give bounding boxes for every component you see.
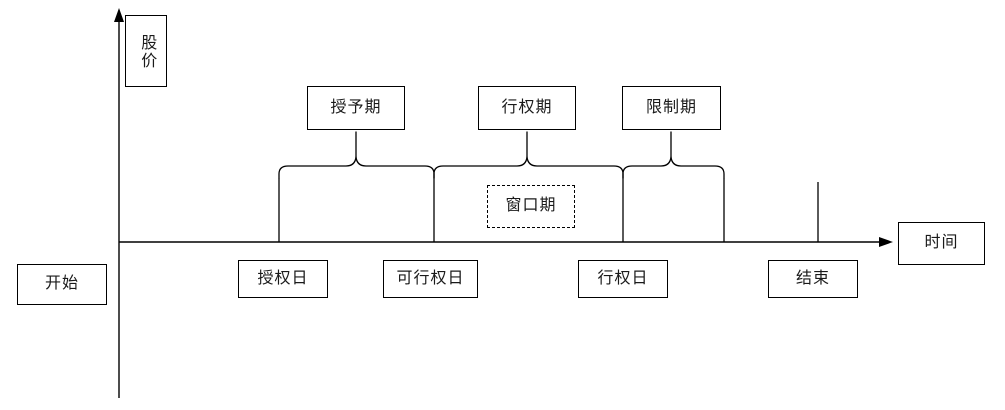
x-axis-arrowhead bbox=[879, 237, 893, 247]
milestone-exercise-date: 行权日 bbox=[578, 260, 668, 298]
phase-label-restriction-period: 限制期 bbox=[622, 86, 721, 130]
x-axis bbox=[119, 237, 893, 247]
milestone-grant-date: 授权日 bbox=[238, 260, 328, 298]
timeline-end-label: 结束 bbox=[768, 260, 858, 298]
brace-exercise-period bbox=[433, 131, 624, 179]
y-axis-arrowhead bbox=[114, 8, 124, 22]
milestone-exercisable-date: 可行权日 bbox=[383, 260, 478, 298]
y-axis-label: 股价 bbox=[125, 15, 167, 87]
brace-grant-period bbox=[278, 131, 435, 179]
timeline-start-label: 开始 bbox=[17, 264, 107, 305]
window-period-marker: 窗口期 bbox=[487, 185, 575, 228]
x-axis-label: 时间 bbox=[898, 222, 985, 265]
brace-restriction-period bbox=[622, 131, 725, 179]
y-axis bbox=[114, 8, 124, 398]
phase-label-exercise-period: 行权期 bbox=[478, 86, 576, 130]
phase-label-grant-period: 授予期 bbox=[307, 86, 405, 130]
